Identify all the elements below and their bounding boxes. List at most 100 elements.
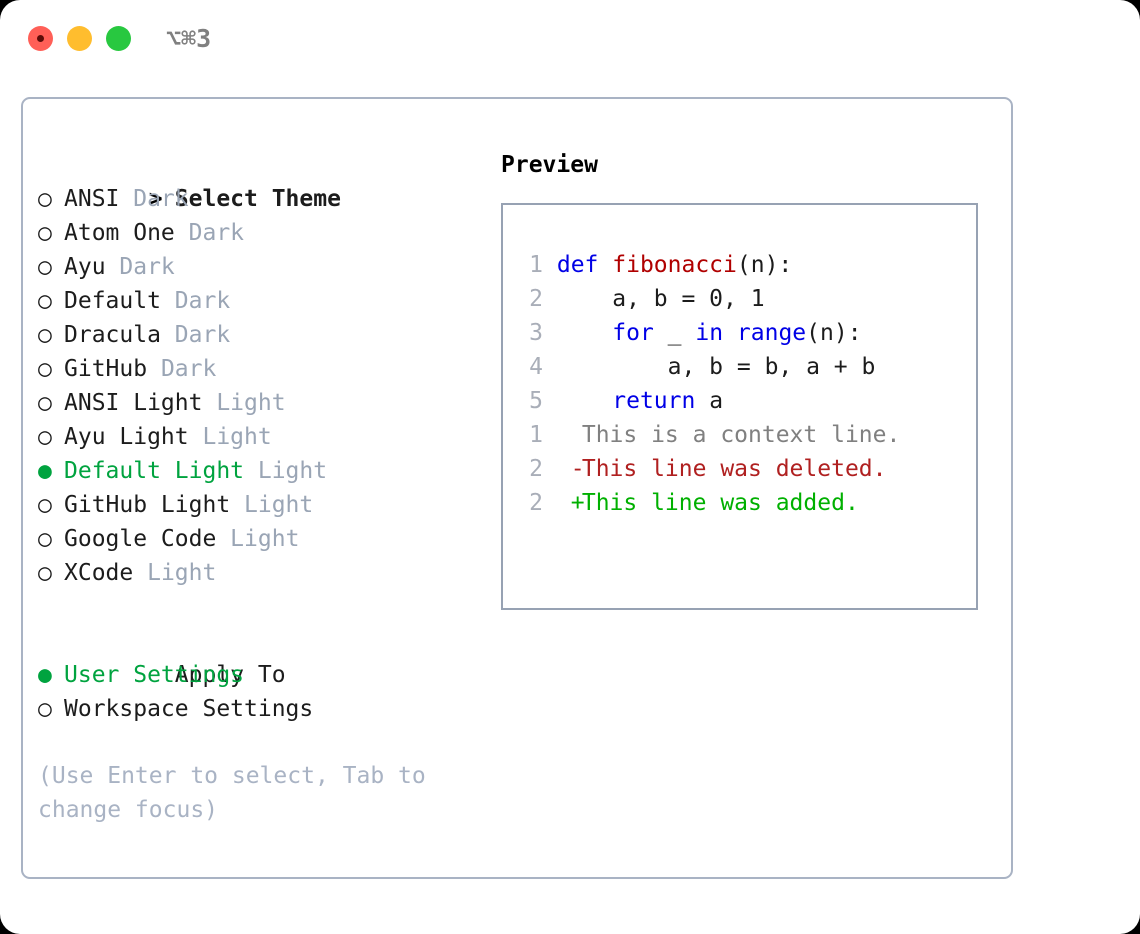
theme-item-variant-tag: Dark [119, 186, 189, 212]
radio-unselected-icon: ○ [38, 390, 52, 416]
code-token: in [695, 320, 724, 346]
code-token: a [695, 388, 724, 414]
keyboard-hint: (Use Enter to select, Tab to change focu… [38, 763, 440, 823]
select-theme-header: > Select Theme [38, 148, 498, 212]
radio-unselected-icon: ○ [38, 526, 52, 552]
theme-item-github[interactable]: ○ GitHub Dark [38, 352, 498, 386]
traffic-lights [28, 26, 131, 51]
theme-item-label: Ayu [64, 254, 106, 280]
code-line: 1 def fibonacci(n): [519, 248, 875, 282]
theme-item-ayu-light[interactable]: ○ Ayu Light Light [38, 420, 498, 454]
diff-marker [543, 418, 568, 452]
theme-item-label: XCode [64, 560, 134, 586]
theme-item-variant-tag: Dark [174, 220, 245, 246]
code-gutter-space [543, 252, 557, 278]
code-gutter-space [543, 354, 557, 380]
theme-item-label: ANSI [64, 186, 120, 212]
radio-unselected-icon: ○ [38, 288, 52, 314]
theme-item-label: Default [64, 288, 161, 314]
select-theme-title: Select Theme [174, 186, 341, 212]
radio-unselected-icon: ○ [38, 492, 52, 518]
theme-item-google-code[interactable]: ○Google Code Light [38, 522, 498, 556]
theme-chooser: >Select Theme ○ANSI Dark○Atom One Dark○A… [38, 148, 498, 726]
diff-text: This is a context line. [568, 422, 901, 448]
code-gutter-space [543, 388, 557, 414]
code-token: for [612, 320, 654, 346]
theme-item-label: GitHub [64, 356, 148, 382]
theme-item-variant-tag: Light [202, 390, 286, 416]
code-token: _ [653, 320, 696, 346]
theme-item-variant-tag: Light [230, 492, 314, 518]
theme-item-label: Atom One [64, 220, 175, 246]
diff-sample: 1 This is a context line.2 - This line w… [519, 418, 900, 520]
apply-to-list: ●User Settings○Workspace Settings [38, 658, 498, 726]
diff-line-number: 2 [529, 490, 543, 516]
radio-unselected-icon: ○ [38, 424, 52, 450]
prompt-caret-icon: > [148, 186, 163, 212]
theme-item-variant-tag: Dark [160, 322, 231, 348]
code-line: 5 return a [519, 384, 875, 418]
theme-item-dracula[interactable]: ○Dracula Dark [38, 318, 498, 352]
theme-item-ansi-light[interactable]: ○ANSI Light Light [38, 386, 498, 420]
theme-item-label: Google Code [64, 526, 217, 552]
theme-item-xcode[interactable]: ○XCode Light [38, 556, 498, 590]
radio-unselected-icon: ○ [38, 186, 52, 212]
diff-line: 2 - This line was deleted. [519, 452, 900, 486]
theme-item-variant-tag: Dark [160, 288, 231, 314]
code-line: 4 a, b = b, a + b [519, 350, 875, 384]
radio-unselected-icon: ○ [38, 356, 52, 382]
code-token: a, b = b, a + b [556, 354, 876, 380]
diff-text: This line was deleted. [568, 456, 887, 482]
radio-selected-icon: ● [38, 458, 52, 484]
theme-item-variant-tag: Dark [105, 254, 175, 280]
theme-item-variant-tag: Dark [147, 356, 217, 382]
code-token: (n): [736, 252, 793, 278]
code-line-number: 1 [529, 252, 543, 278]
theme-item-atom-one[interactable]: ○ Atom One Dark [38, 216, 498, 250]
code-token: fibonacci [612, 252, 737, 278]
theme-item-github-light[interactable]: ○GitHub Light Light [38, 488, 498, 522]
code-token [723, 320, 737, 346]
preview-box: 1 def fibonacci(n): 2 a, b = 0, 1 3 for _ … [501, 203, 978, 610]
code-line: 3 for _ in range(n): [519, 316, 875, 350]
code-token: range [736, 320, 807, 346]
apply-to-title: Apply To [174, 662, 286, 688]
apply-to-item-workspace-settings[interactable]: ○Workspace Settings [38, 692, 498, 726]
diff-marker: + [543, 490, 585, 516]
preview-title: Preview [501, 152, 598, 178]
diff-text: This line was added. [568, 490, 859, 516]
diff-line: 1 This is a context line. [519, 418, 900, 452]
theme-item-variant-tag: Light [188, 424, 272, 450]
diff-marker: - [543, 456, 585, 482]
radio-unselected-icon: ○ [38, 696, 52, 722]
code-token: def [556, 252, 613, 278]
code-line-number: 3 [529, 320, 543, 346]
radio-unselected-icon: ○ [38, 322, 52, 348]
radio-unselected-icon: ○ [38, 254, 52, 280]
apply-to-item-user-settings[interactable]: ●User Settings [38, 658, 498, 692]
code-line-number: 4 [529, 354, 543, 380]
code-token [557, 388, 612, 414]
theme-item-ansi[interactable]: ○ ANSI Dark [38, 182, 498, 216]
code-gutter-space [543, 286, 557, 312]
close-window-button[interactable] [28, 26, 53, 51]
radio-unselected-icon: ○ [38, 560, 52, 586]
theme-item-default-light[interactable]: ●Default Light Light [38, 454, 498, 488]
preview-section: Preview 1 def fibonacci(n): 2 a, b = 0, 1… [501, 148, 1001, 610]
theme-item-label: Ayu Light [64, 424, 189, 450]
theme-item-default[interactable]: ○ Default Dark [38, 284, 498, 318]
minimize-window-button[interactable] [67, 26, 92, 51]
theme-list: ○ ANSI Dark ○ Atom One Dark ○ Ayu Dark ○ Defaul… [38, 182, 498, 590]
theme-item-ayu[interactable]: ○ Ayu Dark [38, 250, 498, 284]
apply-to-header: ○Apply To [38, 624, 498, 688]
radio-unselected-icon: ○ [38, 220, 52, 246]
code-gutter-space [543, 320, 557, 346]
apply-to-item-label: User Settings [64, 662, 245, 688]
code-line-number: 5 [529, 388, 543, 414]
diff-line: 2 + This line was added. [519, 486, 900, 520]
maximize-window-button[interactable] [106, 26, 131, 51]
code-token: a, b = 0, 1 [556, 286, 765, 312]
diff-line-number: 2 [529, 456, 543, 482]
